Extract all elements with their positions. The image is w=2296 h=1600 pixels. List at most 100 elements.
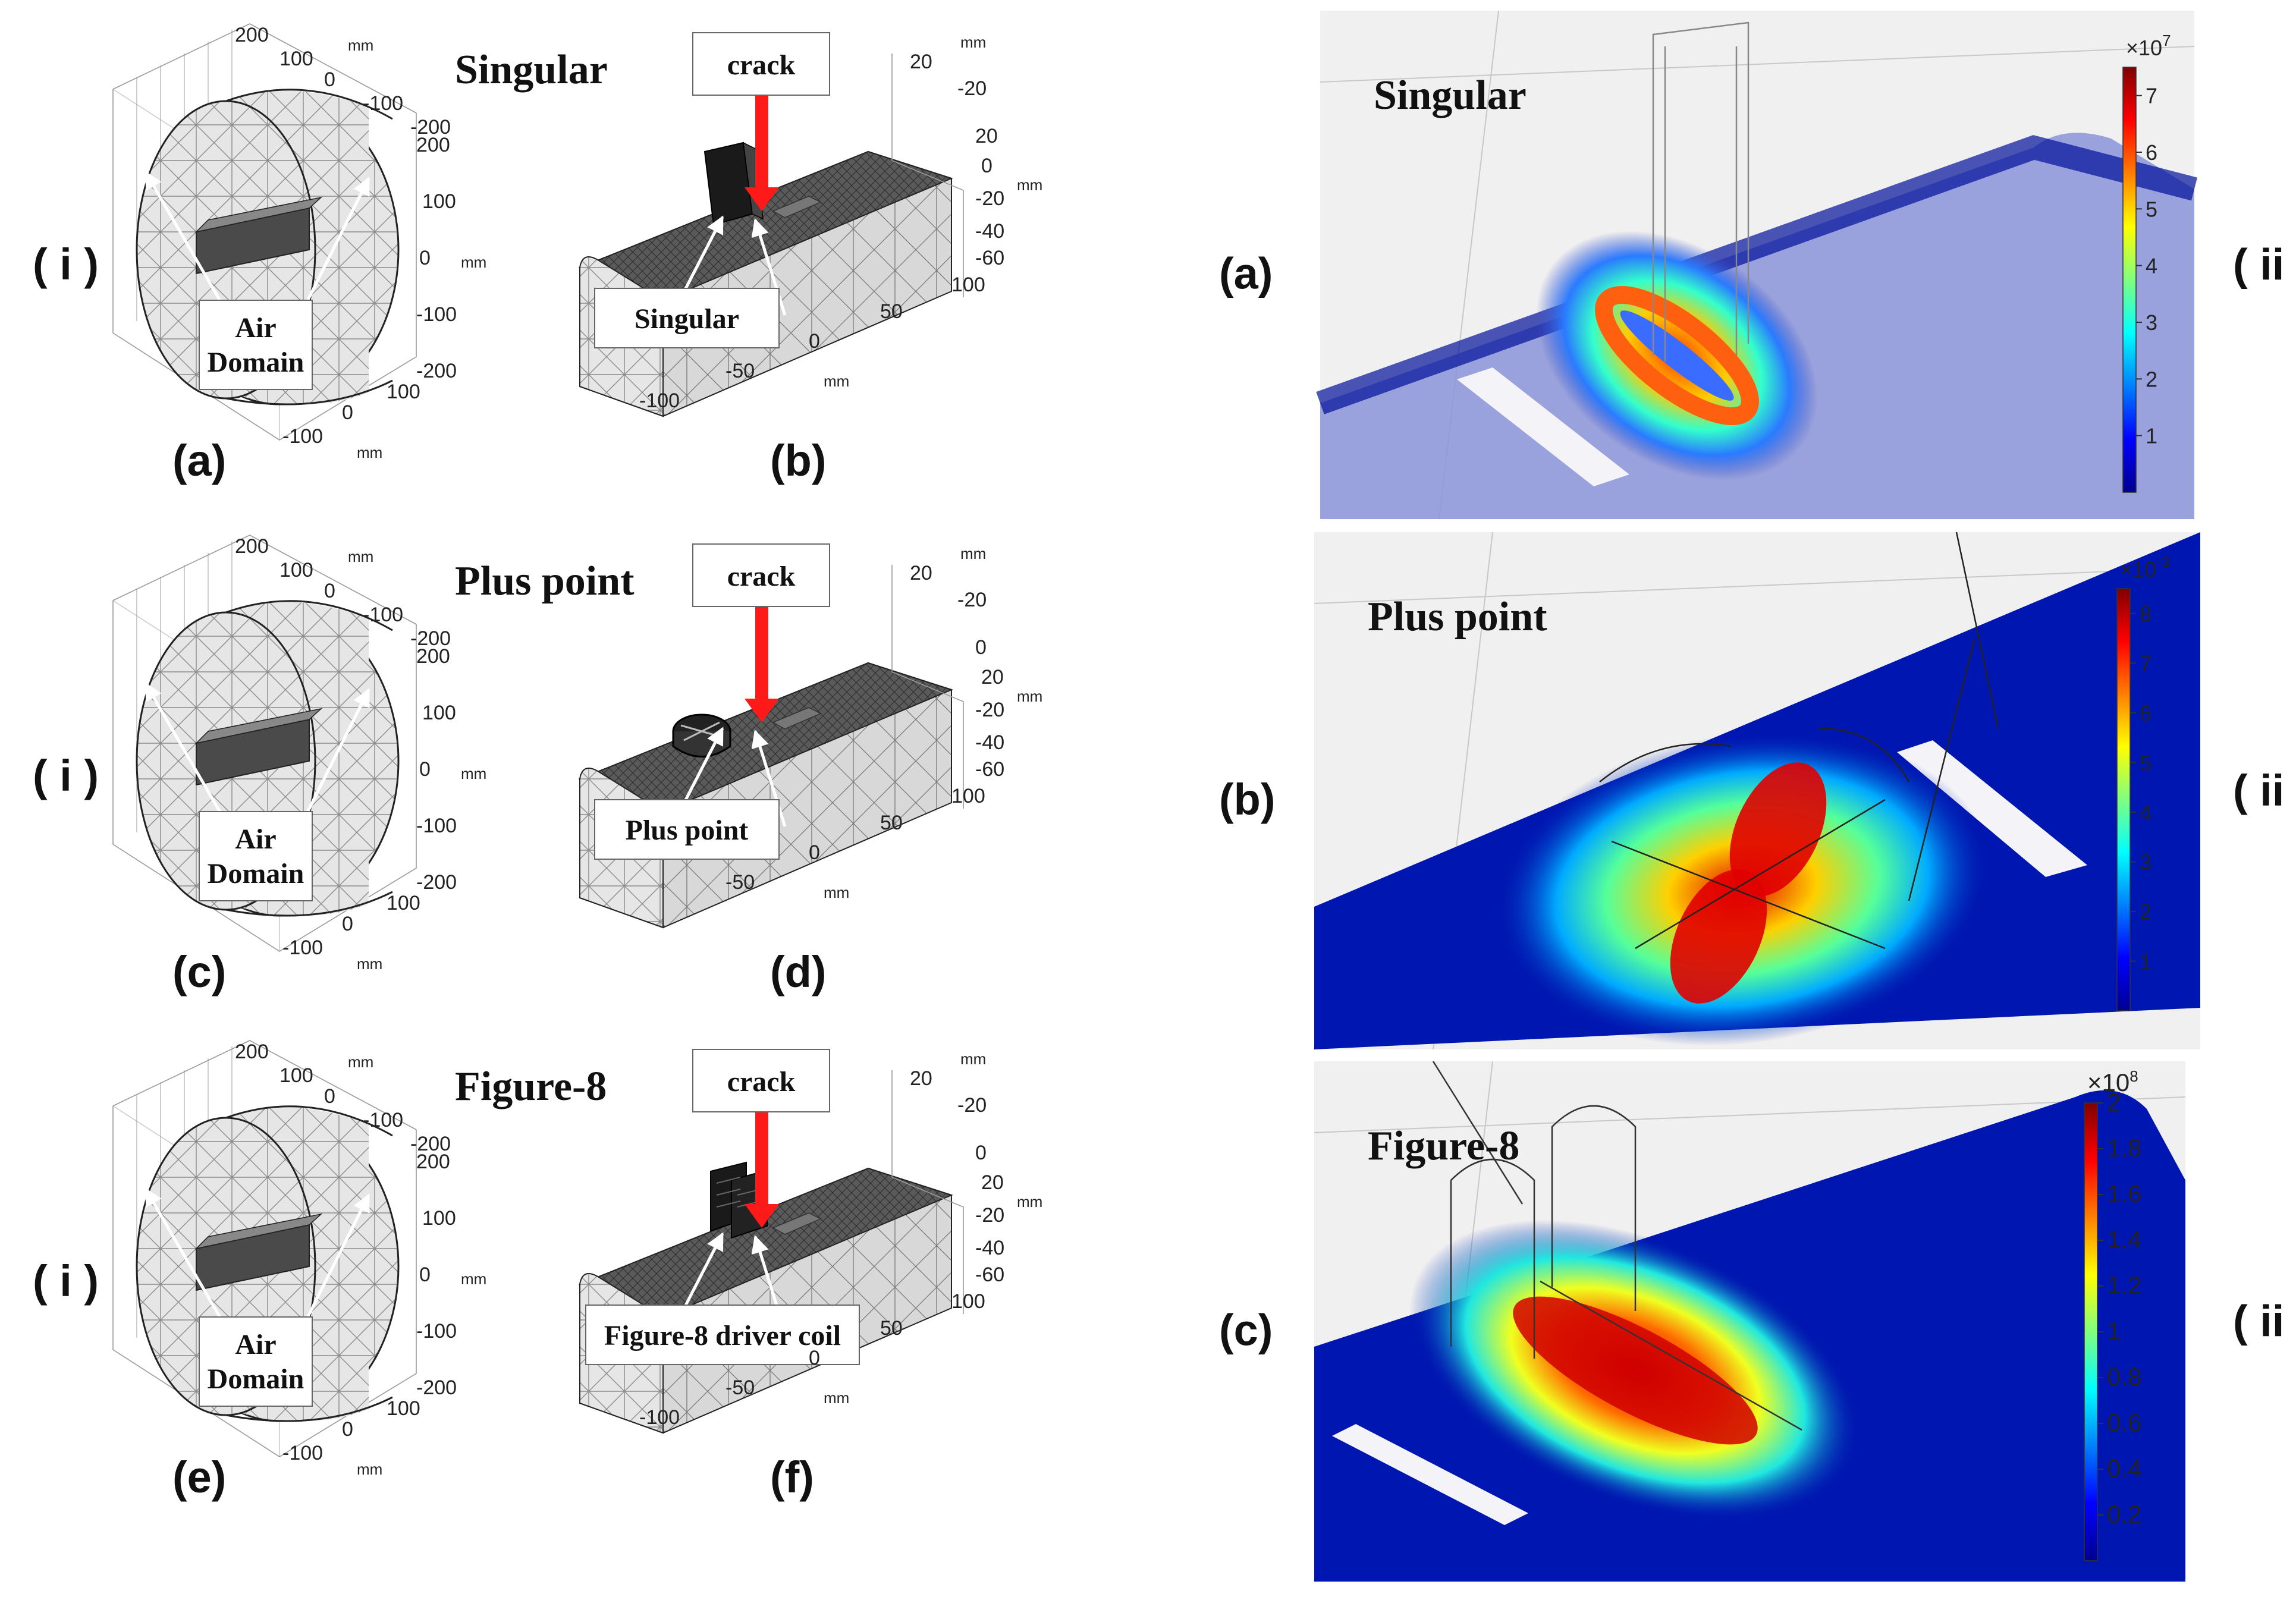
colorbar-tick-label: 1.4 <box>2107 1225 2141 1253</box>
cylinder-bottom-edge <box>225 891 393 917</box>
roman-label: ( ii ) <box>2233 1297 2296 1346</box>
tick: -20 <box>975 187 1004 210</box>
air-panel-letter: (a) <box>172 436 226 485</box>
panel-letter: (c) <box>1219 1306 1273 1355</box>
colorbar-tick-label: 3 <box>2140 850 2151 874</box>
tick: 100 <box>279 48 313 70</box>
tick: 0 <box>324 68 335 91</box>
tick: 50 <box>880 812 903 834</box>
tick: -20 <box>957 589 987 611</box>
coil-center <box>1620 310 1734 401</box>
tick: 0 <box>342 401 353 424</box>
probe-wireframe <box>1599 532 1999 950</box>
tick: -40 <box>975 220 1004 243</box>
roman-label: ( ii ) <box>2233 240 2296 290</box>
air-label-line1: Air <box>235 823 276 855</box>
tick: -200 <box>410 627 451 650</box>
tick: -200 <box>416 1376 457 1399</box>
colorbar-tick-label: 1.8 <box>2107 1134 2141 1162</box>
air-arrow-left <box>144 682 234 834</box>
crack-slot <box>772 707 822 730</box>
tick: 0 <box>809 330 820 353</box>
exponent-power: 7 <box>2162 32 2171 49</box>
tick: 20 <box>981 666 1004 689</box>
crack-arrow-head <box>745 187 779 211</box>
unit: mm <box>461 765 486 782</box>
tick: 20 <box>910 1067 932 1090</box>
figure8-windings <box>716 1177 762 1208</box>
tick: -40 <box>975 731 1004 754</box>
colorbar-tick-label: 2 <box>2107 1088 2121 1116</box>
unit: mm <box>824 372 849 390</box>
tick: 200 <box>416 1151 450 1173</box>
tick: -200 <box>410 116 451 139</box>
colorbar-tick-label: 2 <box>2140 900 2151 924</box>
axis-box-top <box>112 535 417 625</box>
tick: -100 <box>282 425 323 448</box>
tick: -100 <box>639 389 680 412</box>
tick: 0 <box>324 1085 335 1108</box>
unit: mm <box>348 548 373 565</box>
tick: 20 <box>975 125 998 147</box>
crack-label: crack <box>727 561 796 592</box>
tick: -20 <box>957 77 987 100</box>
tick: 100 <box>387 892 420 914</box>
colorbar-tick-label: 0.8 <box>2107 1363 2141 1391</box>
tick: 0 <box>975 1142 987 1164</box>
probe-label-box <box>594 288 780 348</box>
unit: mm <box>960 1050 986 1068</box>
unit: mm <box>357 444 382 461</box>
air-label-line2: Domain <box>208 1363 304 1395</box>
plot-title: Singular <box>1374 73 1527 118</box>
tick: -20 <box>957 1094 987 1117</box>
specimen-top <box>194 708 323 744</box>
exponent-power: -3 <box>2156 553 2170 571</box>
tick: 200 <box>416 134 450 156</box>
air-arrow-right <box>296 688 370 834</box>
plot-title: Figure-8 <box>1368 1123 1519 1169</box>
colorbar-tick-label: 7 <box>2140 651 2151 675</box>
roman-label: ( i ) <box>33 240 99 289</box>
left-column: ( i )2001000-100mm-2002001000-100-200mm1… <box>33 23 1042 1502</box>
exponent-base: ×10 <box>2126 36 2162 60</box>
tick: -100 <box>363 1109 403 1131</box>
coil-ring <box>1595 285 1759 426</box>
crack-label-box <box>692 32 830 96</box>
colorbar-tick-label: 0.2 <box>2107 1500 2141 1528</box>
tick: -200 <box>416 360 457 382</box>
hotspot-core <box>1513 1296 1758 1445</box>
tick: 100 <box>422 190 456 213</box>
colorbar-tick-label: 8 <box>2140 602 2151 626</box>
tick: 100 <box>279 559 313 581</box>
crack-label: crack <box>727 49 796 81</box>
crack-arrow-shaft <box>755 1103 768 1207</box>
crack-slot <box>772 196 822 218</box>
tick: -200 <box>410 1133 451 1155</box>
tick: 200 <box>235 24 269 46</box>
colorbar-tick-label: 4 <box>2146 254 2157 278</box>
tick: 0 <box>981 155 992 177</box>
specimen-top <box>194 1213 323 1250</box>
air-label-line1: Air <box>235 1329 276 1360</box>
tick: 100 <box>422 702 456 724</box>
tick: 20 <box>910 562 932 584</box>
cylinder-top-edge <box>225 1105 393 1137</box>
left-row-3: ( i )2001000-100mm-2002001000-100-200mm1… <box>33 1040 1042 1502</box>
panel-letter: (b) <box>1219 775 1276 824</box>
tick: -20 <box>975 699 1004 721</box>
hotspot-lower <box>1670 869 1767 1004</box>
tick: -100 <box>416 1320 457 1343</box>
unit: mm <box>1017 1193 1042 1211</box>
exponent-base: ×10 <box>2087 1068 2129 1096</box>
crack-slot <box>1332 1424 1528 1525</box>
tick: 100 <box>387 1397 420 1420</box>
colorbar <box>2116 588 2131 1011</box>
unit: mm <box>1017 176 1042 194</box>
air-label-box <box>199 300 313 390</box>
air-arrow-right <box>296 1193 370 1339</box>
crack-arrow-shaft <box>755 86 768 190</box>
tick: 0 <box>419 1263 431 1286</box>
unit: mm <box>348 1053 373 1071</box>
